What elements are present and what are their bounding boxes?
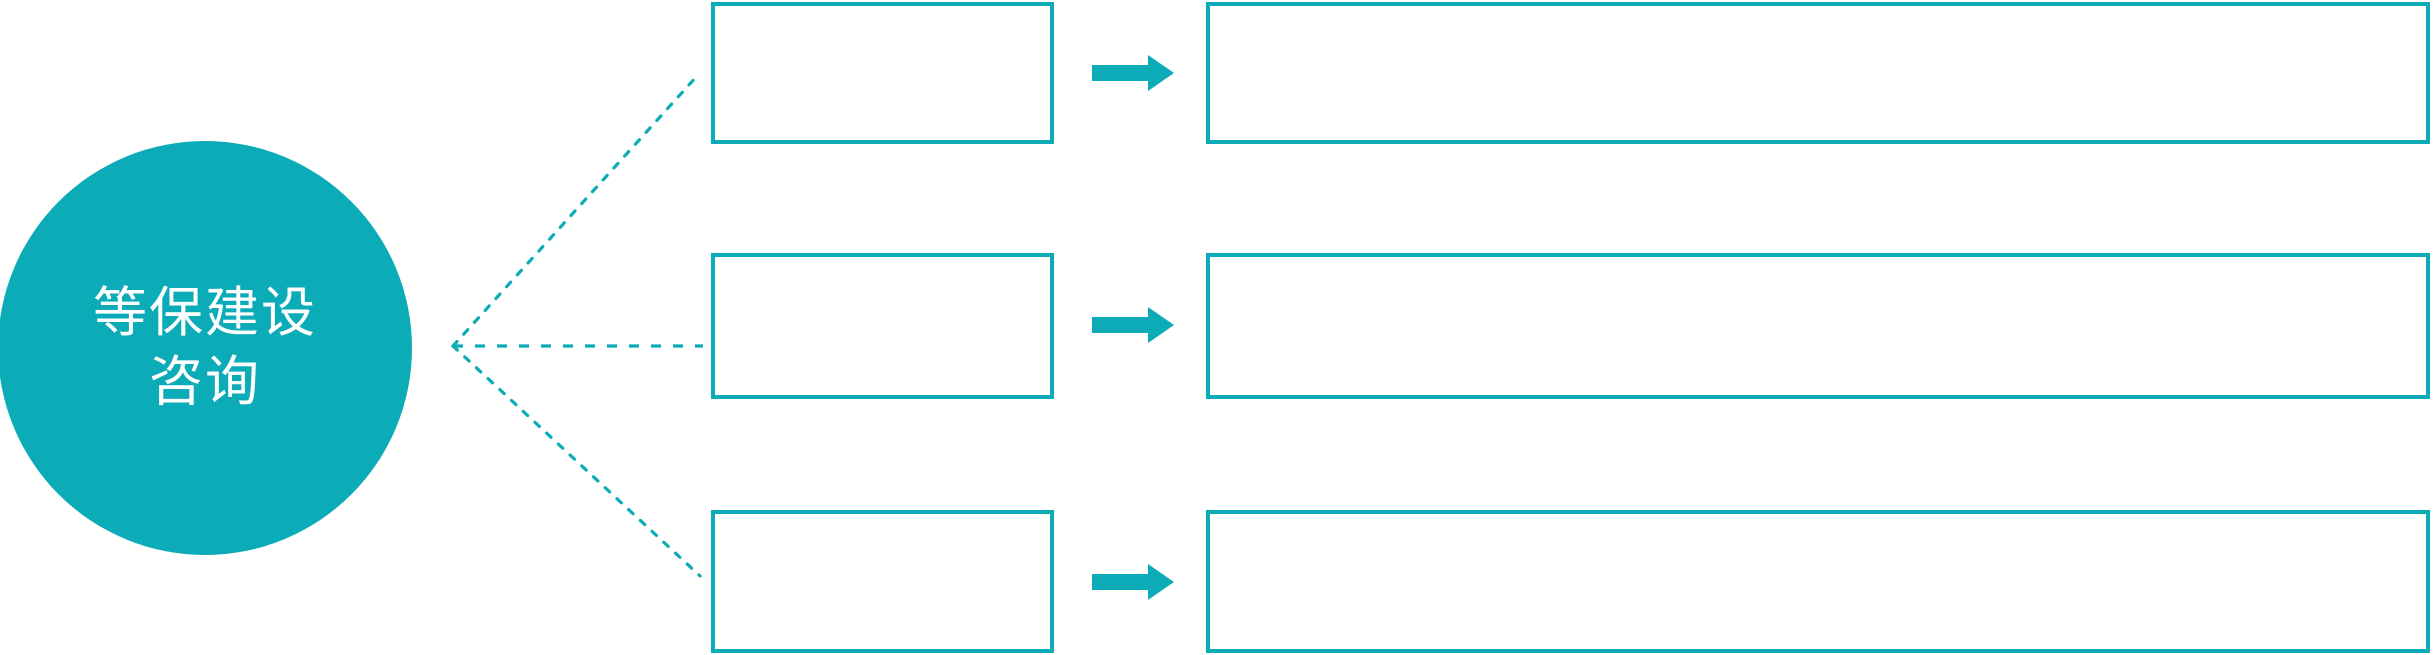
- connector-branch-down: [451, 344, 702, 578]
- detail-box-3[interactable]: [1206, 510, 2430, 653]
- arrow-right-icon: [1092, 564, 1174, 600]
- hub-circle[interactable]: 等保建设 咨询: [0, 141, 412, 555]
- connector-branch-up: [451, 74, 699, 348]
- hub-label: 等保建设 咨询: [93, 282, 317, 412]
- stage-box-1[interactable]: [711, 2, 1054, 144]
- detail-box-1[interactable]: [1206, 2, 2430, 144]
- arrow-right-icon: [1092, 307, 1174, 343]
- stage-box-2[interactable]: [711, 253, 1054, 399]
- arrow-right-icon: [1092, 55, 1174, 91]
- stage-box-3[interactable]: [711, 510, 1054, 653]
- detail-box-2[interactable]: [1206, 253, 2430, 399]
